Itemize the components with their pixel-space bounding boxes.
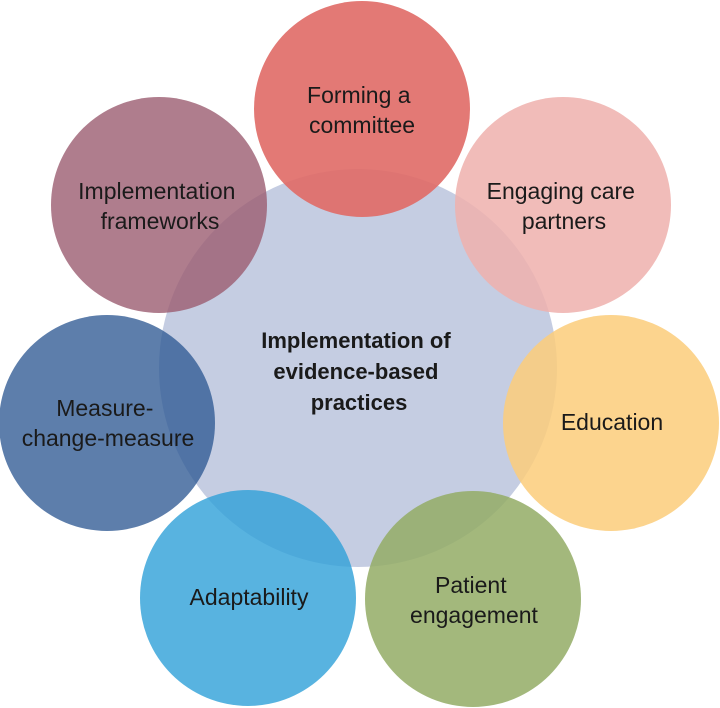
node-circle-engaging-care-partners <box>455 97 671 313</box>
node-circle-forming-a-committee <box>254 1 470 217</box>
node-label-line: committee <box>309 112 415 138</box>
center-label-line: practices <box>311 390 408 415</box>
node-label-adaptability: Adaptability <box>190 584 309 610</box>
node-label-patient-engagement: Patient engagement <box>410 572 538 628</box>
node-label-line: Measure- <box>56 395 153 421</box>
center-circle <box>159 169 557 567</box>
center-label: Implementation of evidence-based practic… <box>261 328 457 415</box>
node-label-line: Engaging care <box>487 178 635 204</box>
node-label-education: Education <box>561 409 663 435</box>
node-circle-adaptability <box>140 490 356 706</box>
node-label-line: frameworks <box>101 208 220 234</box>
node-label-line: engagement <box>410 602 538 628</box>
center-label-line: evidence-based <box>273 359 438 384</box>
node-label-forming-a-committee: Forming a committee <box>307 82 417 138</box>
node-label-implementation-frameworks: Implementation frameworks <box>78 178 242 234</box>
node-label-line: Forming a <box>307 82 411 108</box>
node-circle-measure-change-measure <box>0 315 215 531</box>
node-label-line: Implementation <box>78 178 235 204</box>
node-circle-patient-engagement <box>365 491 581 707</box>
node-label-measure-change-measure: Measure- change-measure <box>22 395 195 451</box>
node-label-line: change-measure <box>22 425 195 451</box>
node-label-engaging-care-partners: Engaging care partners <box>487 178 642 234</box>
node-label-line: Adaptability <box>190 584 309 610</box>
node-circle-implementation-frameworks <box>51 97 267 313</box>
node-label-line: partners <box>522 208 606 234</box>
center-label-line: Implementation of <box>261 328 451 353</box>
node-label-line: Education <box>561 409 663 435</box>
node-circle-education <box>503 315 719 531</box>
node-label-line: Patient <box>435 572 507 598</box>
